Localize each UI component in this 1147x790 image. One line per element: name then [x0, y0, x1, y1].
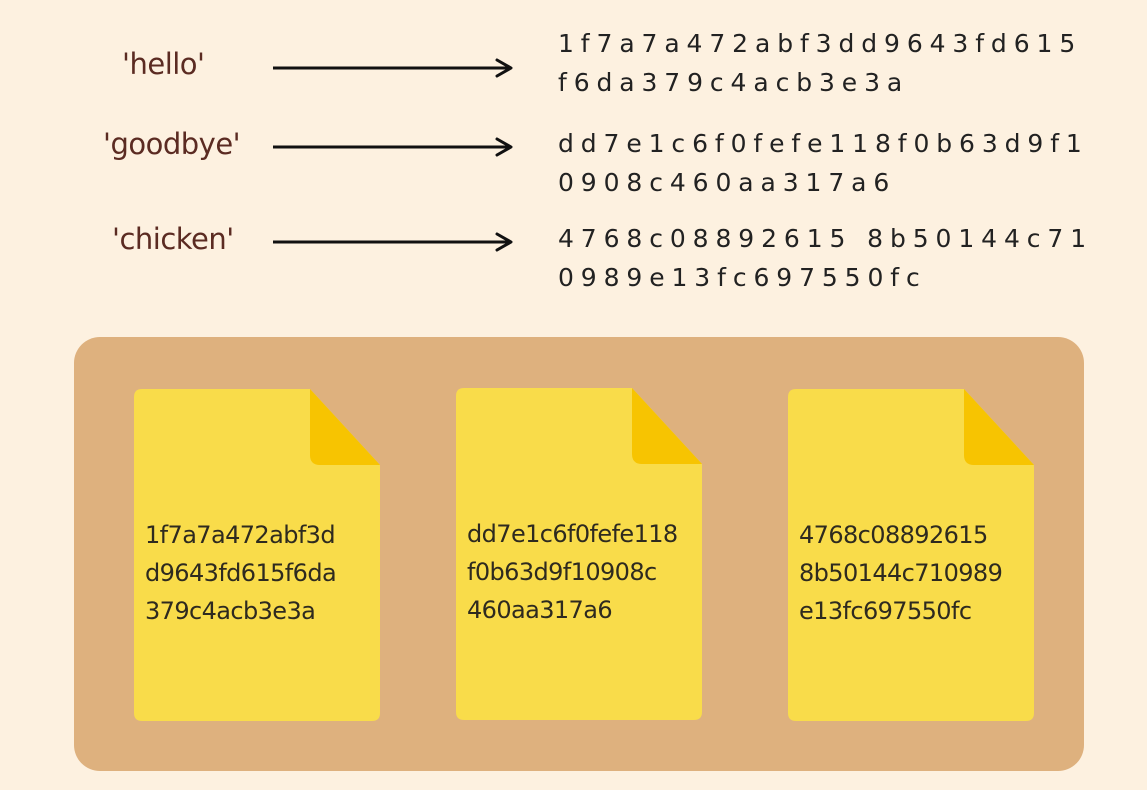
- hash-output-chicken: 4768c08892615 8b50144c71 0989e13fc697550…: [558, 219, 1093, 297]
- file-hash-line: e13fc697550fc: [799, 597, 972, 625]
- hash-output-goodbye: dd7e1c6f0fefe118f0b63d9f1 0908c460aa317a…: [558, 124, 1089, 202]
- file-hash-text: 1f7a7a472abf3d d9643fd615f6da 379c4acb3e…: [145, 516, 337, 630]
- file-hash-line: 8b50144c710989: [799, 559, 1003, 587]
- file-hash-text: 4768c08892615 8b50144c710989 e13fc697550…: [799, 516, 1003, 630]
- file-hash-line: 460aa317a6: [467, 596, 613, 624]
- file-icon: 4768c08892615 8b50144c710989 e13fc697550…: [788, 389, 1034, 721]
- hash-line: 4768c08892615 8b50144c71: [558, 224, 1094, 253]
- hash-line: 0989e13fc697550fc: [558, 263, 927, 292]
- hash-line: dd7e1c6f0fefe118f0b63d9f1: [558, 129, 1089, 158]
- hash-output-hello: 1f7a7a472abf3dd9643fd615 f6da379c4acb3e3…: [558, 24, 1082, 102]
- input-label-chicken: 'chicken': [112, 222, 234, 256]
- file-hash-line: 4768c08892615: [799, 521, 988, 549]
- file-hash-line: d9643fd615f6da: [145, 559, 337, 587]
- arrow-icon: [273, 58, 513, 78]
- arrow-icon: [273, 137, 513, 157]
- file-icon: dd7e1c6f0fefe118 f0b63d9f10908c 460aa317…: [456, 388, 702, 720]
- input-label-goodbye: 'goodbye': [103, 127, 241, 161]
- hash-line: 1f7a7a472abf3dd9643fd615: [558, 29, 1083, 58]
- hash-line: 0908c460aa317a6: [558, 168, 897, 197]
- file-hash-line: f0b63d9f10908c: [467, 558, 657, 586]
- file-hash-line: dd7e1c6f0fefe118: [467, 520, 678, 548]
- file-hash-line: 1f7a7a472abf3d: [145, 521, 336, 549]
- file-hash-line: 379c4acb3e3a: [145, 597, 316, 625]
- storage-container: 1f7a7a472abf3d d9643fd615f6da 379c4acb3e…: [74, 337, 1084, 771]
- file-hash-text: dd7e1c6f0fefe118 f0b63d9f10908c 460aa317…: [467, 515, 678, 629]
- arrow-icon: [273, 232, 513, 252]
- file-icon: 1f7a7a472abf3d d9643fd615f6da 379c4acb3e…: [134, 389, 380, 721]
- hash-line: f6da379c4acb3e3a: [558, 68, 910, 97]
- input-label-hello: 'hello': [122, 47, 205, 81]
